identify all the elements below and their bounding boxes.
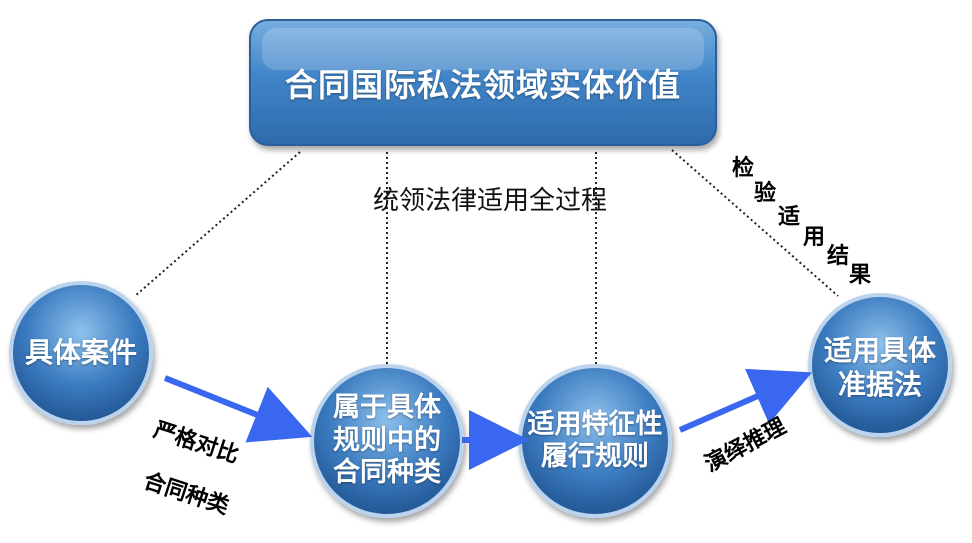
connector-title-case <box>134 151 301 297</box>
arrow-case-to-contract-type <box>163 375 313 443</box>
edge-label-verify-char: 验 <box>754 181 777 206</box>
node-performance-rule-label: 适用特征性 履行规则 <box>527 408 663 472</box>
edge-label-verify-char: 用 <box>803 225 826 250</box>
title-box-highlight <box>262 28 704 70</box>
edge-label-verify-char: 果 <box>849 263 872 288</box>
edge-label-verify-char: 适 <box>778 205 801 230</box>
title-box <box>249 19 717 146</box>
node-applicable-law-label: 适用具体 准据法 <box>823 333 936 401</box>
arrow-performance-to-applicable-law <box>678 368 812 433</box>
subtitle-text: 统领法律适用全过程 <box>372 186 607 216</box>
title-text: 合同国际私法领域实体价值 <box>284 65 681 104</box>
edge-label-verify-char: 检 <box>732 156 755 181</box>
node-case-label: 具体案件 <box>24 336 137 370</box>
edge-label-verify-char: 结 <box>827 244 850 269</box>
node-case <box>9 281 153 425</box>
connector-title-applicable-law <box>671 149 839 297</box>
node-applicable-law <box>808 293 952 437</box>
node-contract-type-label: 属于具体 规则中的 合同种类 <box>333 392 441 489</box>
